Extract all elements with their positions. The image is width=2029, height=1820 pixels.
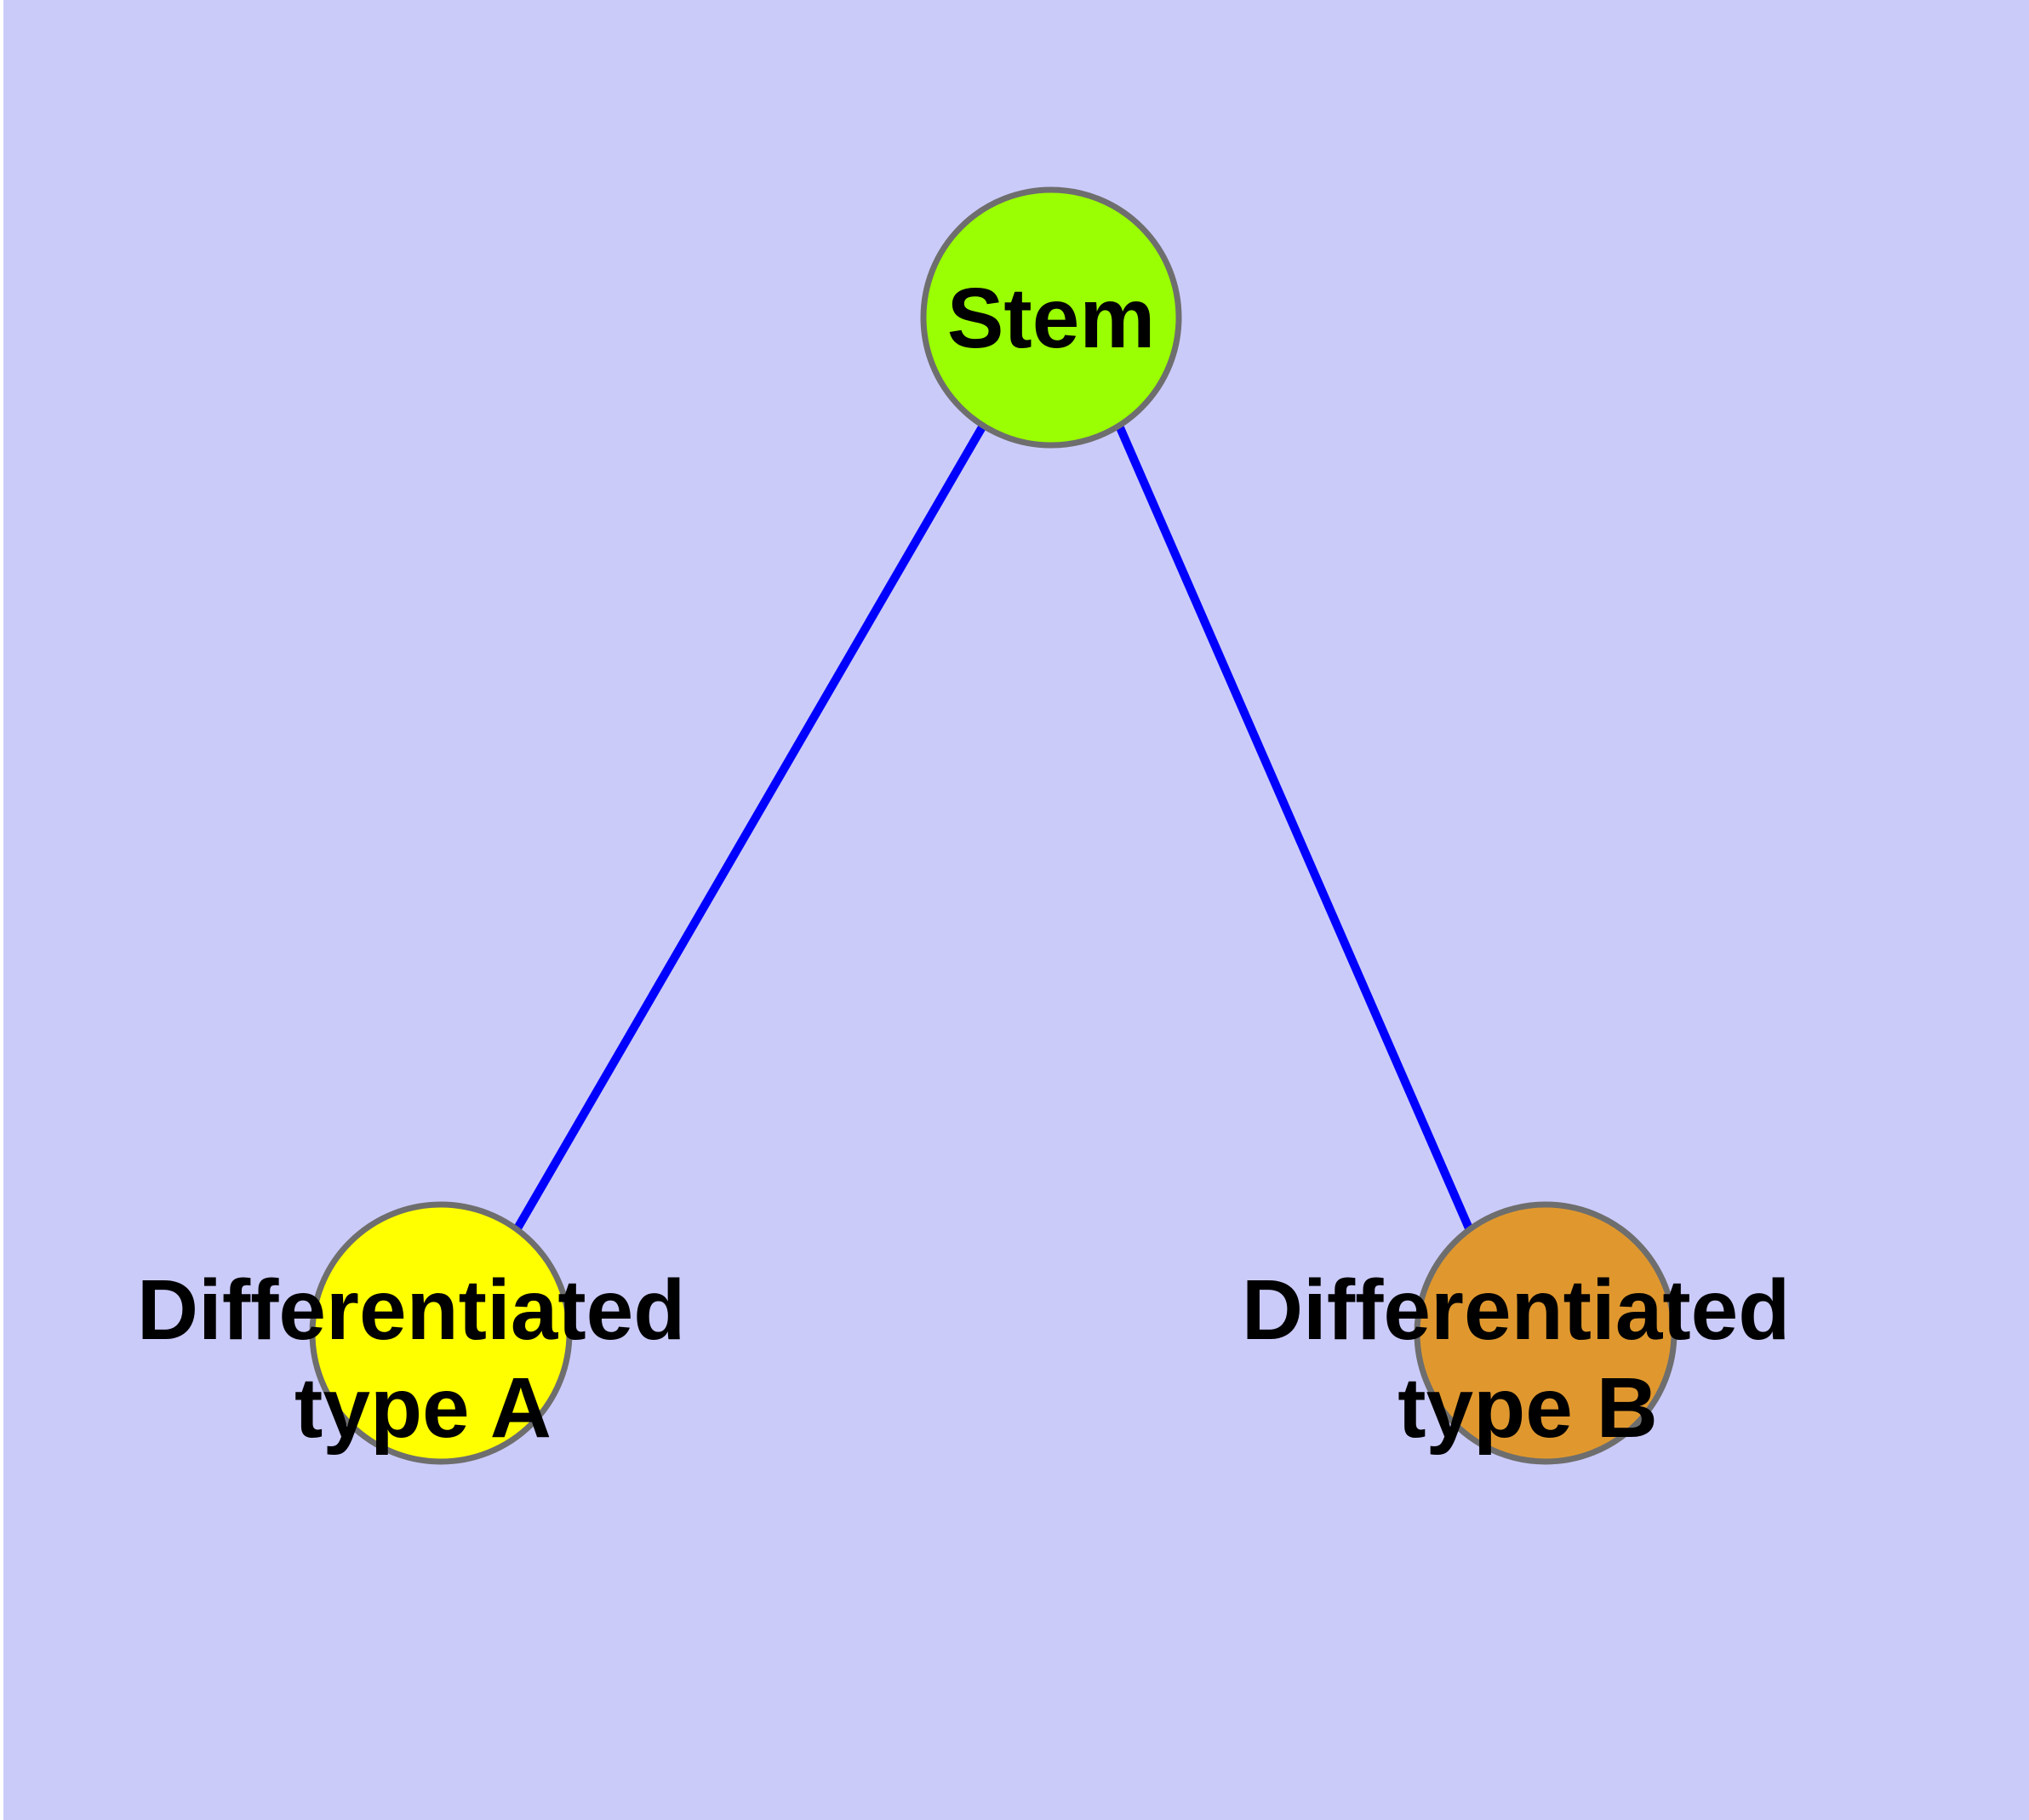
node-stem[interactable] [920,186,1182,449]
node-label-differentiated-type-b-line-1: Differentiated [1242,1262,1791,1358]
node-label-differentiated-type-a-line-2: type A [294,1360,552,1456]
node-differentiated-type-b[interactable] [1414,1201,1677,1465]
node-label-stem: Stem [947,271,1156,366]
node-differentiated-type-a[interactable] [309,1201,573,1465]
node-layer [309,186,1677,1465]
node-label-differentiated-type-b: Differentiated type B [1242,1262,1814,1456]
node-label-stem-line-1: Stem [947,271,1156,366]
node-label-differentiated-type-b-line-2: type B [1397,1360,1658,1456]
node-label-differentiated-type-a-line-1: Differentiated [137,1262,686,1358]
edge-layer [513,423,1473,1231]
edge-stem-to-differentiated-type-b [1115,424,1473,1230]
edge-stem-to-differentiated-type-a [513,423,987,1231]
label-layer: Stem Differentiated type A Differentiate… [137,271,1814,1456]
node-label-differentiated-type-a: Differentiated type A [137,1262,709,1456]
